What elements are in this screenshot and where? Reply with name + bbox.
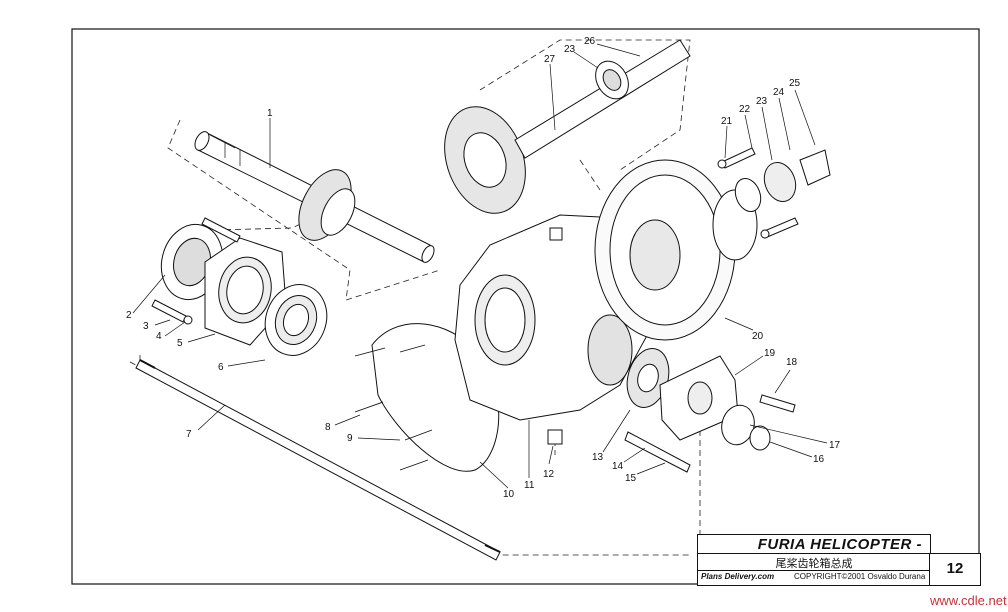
- page-number: 12: [946, 560, 964, 577]
- callout-23-right: 23: [756, 96, 768, 107]
- part-callouts: 1 2 3 4 5 6 7 8 9 10 11 12 13 14 15 16 1…: [126, 36, 841, 500]
- drawing-title: FURIA HELICOPTER -: [757, 536, 922, 553]
- callout-2: 2: [126, 310, 132, 321]
- part-output-shaft: [444, 39, 691, 214]
- callout-20: 20: [752, 331, 764, 342]
- title-block-page: 12: [929, 553, 981, 586]
- callout-19: 19: [764, 348, 776, 359]
- copyright-label: COPYRIGHT©2001 Osvaldo Durana: [794, 572, 926, 581]
- callout-10: 10: [503, 489, 515, 500]
- callout-25: 25: [789, 78, 801, 89]
- part-plug: [547, 429, 563, 445]
- callout-8: 8: [325, 422, 331, 433]
- callout-12: 12: [543, 469, 555, 480]
- part-drive-shaft: [135, 359, 501, 561]
- callout-16: 16: [813, 454, 825, 465]
- title-block-subtitle: 尾桨齿轮箱总成: [697, 553, 931, 571]
- callout-24: 24: [773, 87, 785, 98]
- callout-23-top: 23: [564, 44, 576, 55]
- callout-6: 6: [218, 362, 224, 373]
- callout-11: 11: [524, 480, 535, 491]
- callout-17: 17: [829, 440, 841, 451]
- part-bearing: [264, 284, 328, 356]
- callout-27: 27: [544, 54, 556, 65]
- part-bearing-stack: [717, 147, 831, 239]
- callout-7: 7: [186, 429, 192, 440]
- leader-lines: [132, 43, 828, 489]
- callout-22: 22: [739, 104, 751, 115]
- callout-5: 5: [177, 338, 183, 349]
- brand-label: Plans Delivery.com: [701, 572, 775, 581]
- title-block-footer: Plans Delivery.com COPYRIGHT©2001 Osvald…: [697, 570, 931, 586]
- part-bolts: [151, 217, 241, 325]
- callout-4: 4: [156, 331, 162, 342]
- drawing-subtitle: 尾桨齿轮箱总成: [775, 558, 853, 570]
- part-input-shaft: [194, 131, 435, 263]
- callout-15: 15: [625, 473, 637, 484]
- part-small-components: [624, 348, 796, 473]
- callout-13: 13: [592, 452, 604, 463]
- callout-18: 18: [786, 357, 798, 368]
- drawing-border: [71, 28, 980, 585]
- callout-1: 1: [267, 108, 273, 119]
- callout-9: 9: [347, 433, 353, 444]
- callout-14: 14: [612, 461, 624, 472]
- callout-21: 21: [721, 116, 733, 127]
- title-block-title: FURIA HELICOPTER -: [697, 534, 931, 554]
- part-side-housing: [594, 159, 758, 341]
- watermark-text: www.cdle.net: [930, 593, 1007, 608]
- callout-3: 3: [143, 321, 149, 332]
- callout-26: 26: [584, 36, 596, 47]
